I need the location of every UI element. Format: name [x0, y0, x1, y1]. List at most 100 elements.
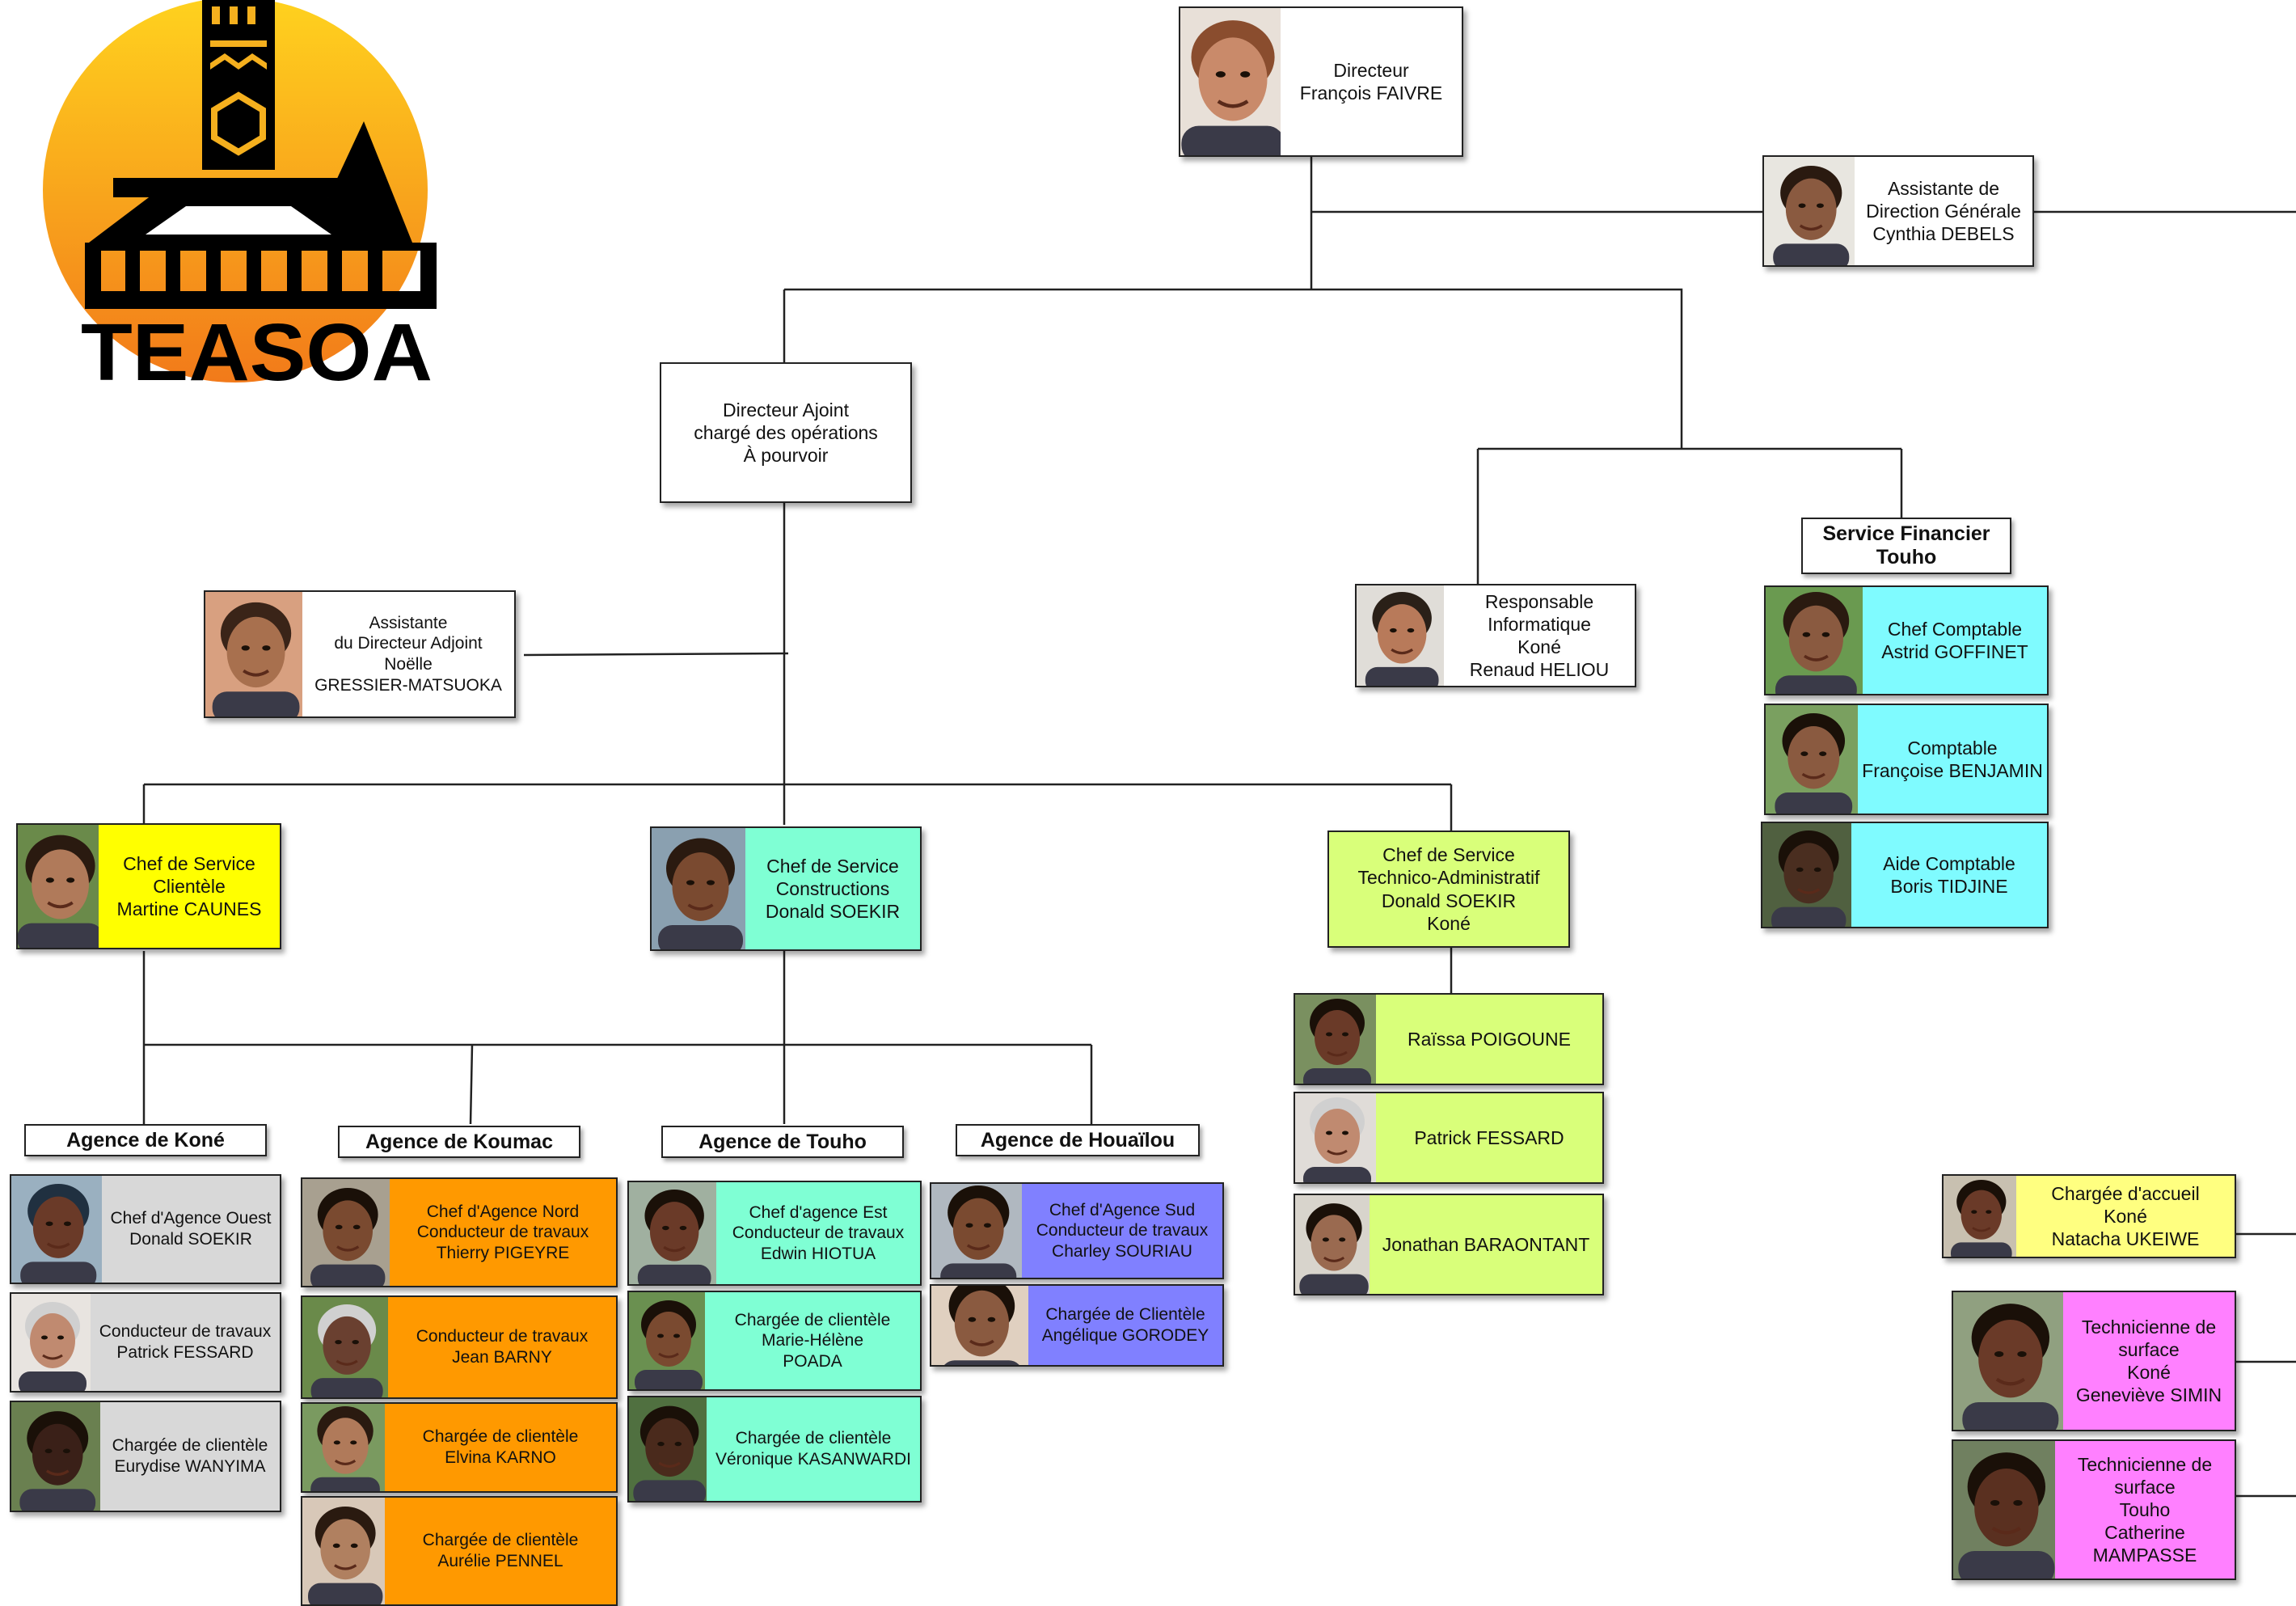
text-line: Chef d'Agence Nord [426, 1202, 580, 1221]
raissa-card[interactable]: Raïssa POIGOUNE [1294, 993, 1604, 1085]
chef-comptable-photo [1766, 587, 1863, 694]
text-line: Informatique [1488, 613, 1591, 635]
text-line: Noëlle [384, 655, 433, 674]
portrait-icon [931, 1286, 1028, 1365]
kone-charg-photo [11, 1402, 100, 1511]
directeur-photo [1180, 8, 1281, 155]
portrait-icon [1295, 1195, 1370, 1294]
jonathan-photo [1295, 1195, 1370, 1294]
houailou-chef-photo [931, 1184, 1022, 1278]
text-line: Comptable [1907, 737, 1998, 759]
kone-cond-photo [11, 1294, 91, 1391]
text-line: Boris TIDJINE [1890, 876, 2008, 897]
kone-chef-photo [11, 1176, 102, 1283]
koumac-charg2-photo [302, 1498, 385, 1604]
text-line: Technico-Administratif [1357, 867, 1540, 889]
text-line: Jean BARNY [452, 1348, 552, 1367]
chef-clientele-photo [18, 825, 99, 948]
portrait-icon [302, 1179, 390, 1286]
agence-touho-header: Agence de Touho [661, 1126, 904, 1158]
agence-houailou-header: Agence de Houaïlou [956, 1124, 1200, 1156]
portrait-icon [1295, 995, 1376, 1084]
logo-wordmark: TEASOA [81, 307, 433, 396]
text-line: Aurélie PENNEL [437, 1552, 563, 1570]
text-line: Edwin HIOTUA [760, 1244, 876, 1263]
tech-touho-photo [1953, 1441, 2055, 1579]
text-line: surface [2118, 1338, 2180, 1360]
patrick-ta-card[interactable]: Patrick FESSARD [1294, 1092, 1604, 1184]
touho-chef-photo [629, 1182, 716, 1284]
koumac-charg1-photo [302, 1404, 385, 1491]
text-line: Chargée de Clientèle [1045, 1305, 1205, 1325]
text-line: Eurydise WANYIMA [114, 1457, 266, 1476]
text-line: Chargée de clientèle [734, 1310, 891, 1329]
text-line: Donald SOEKIR [1381, 890, 1517, 911]
text-line: Chef d'agence Est [749, 1202, 888, 1222]
text-line: Agence de Koné [66, 1128, 225, 1152]
text-line: chargé des opérations [694, 421, 878, 443]
portrait-icon [302, 1498, 385, 1604]
portrait-icon [629, 1397, 707, 1501]
text-line: Astrid GOFFINET [1881, 641, 2028, 662]
text-line: Chargée de clientèle [422, 1531, 579, 1550]
text-line: Donald SOEKIR [129, 1230, 252, 1249]
touho-charg1-photo [629, 1292, 705, 1389]
portrait-icon [302, 1404, 385, 1491]
text-line: Chef de Service [766, 855, 899, 877]
text-line: Chargée de clientèle [112, 1436, 268, 1456]
text-line: Agence de Touho [699, 1130, 867, 1153]
text-line: Direction Générale [1866, 200, 2021, 222]
agence-koumac-header: Agence de Koumac [338, 1126, 580, 1158]
text-line: Directeur Ajoint [723, 399, 849, 421]
accueil-photo [1944, 1176, 2016, 1257]
text-line: Touho [1876, 546, 1937, 568]
jonathan-card[interactable]: Jonathan BARAONTANT [1294, 1194, 1604, 1295]
comptable-photo [1766, 705, 1858, 814]
text-line: MAMPASSE [2092, 1545, 2197, 1566]
portrait-icon [1762, 823, 1851, 927]
koumac-chef-photo [302, 1179, 390, 1286]
portrait-icon [1180, 8, 1281, 155]
text-line: surface [2114, 1476, 2176, 1498]
text-line: Catherine [2104, 1522, 2185, 1544]
